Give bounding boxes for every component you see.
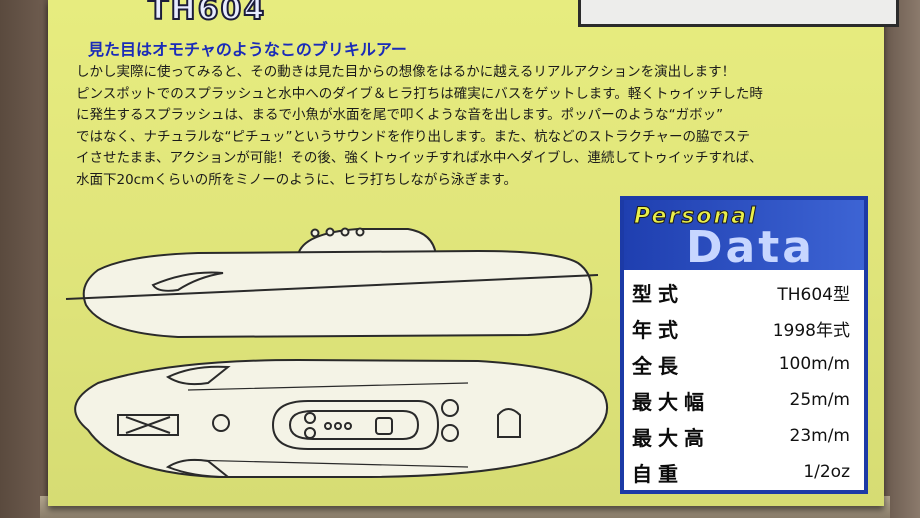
description-line: ではなく、ナチュラルな“ピチュッ”というサウンドを作り出します。また、杭などのス…: [76, 128, 751, 145]
spec-row: 全長 100m/m: [632, 346, 854, 382]
spec-value: 23m/m: [789, 426, 850, 446]
data-label: Data: [686, 222, 815, 270]
hatch-dot-icon: [334, 422, 342, 430]
fin-hole-icon: [355, 227, 365, 237]
spec-row: 自重 1/2oz: [632, 454, 854, 490]
description-line: に発生するスプラッシュは、まるで小魚が水面を尾で叩くような音を出します。ポッパー…: [76, 107, 724, 123]
deck-line-icon: [187, 382, 469, 468]
bow-screw-cross-icon: [125, 416, 171, 434]
spec-label: 型式: [632, 281, 684, 306]
hatch-dot-icon: [324, 422, 332, 430]
headline: 見た目はオモチャのようなこのブリキルアー: [88, 40, 407, 59]
hatch-dot-icon: [344, 422, 352, 430]
description-line: イさせたまま、アクションが可能！その後、強くトゥイッチすれば水中へダイブし、連続…: [76, 150, 763, 166]
lure-top-fin-upper: [165, 365, 231, 386]
hatch-door-icon: [375, 417, 393, 435]
spec-label: 最大高: [632, 425, 710, 450]
deck-porthole-icon: [441, 424, 459, 442]
spec-value: 1/2oz: [803, 462, 850, 482]
spec-label: 自重: [632, 461, 684, 486]
spec-value: 100m/m: [778, 354, 850, 374]
description-line: ピンスポットでのスプラッシュと水中へのダイブ＆ヒラ打ちは確実にバスをゲットします…: [76, 85, 763, 102]
personal-data-panel: Personal Data 型式 TH604型 年式 1998年式 全長 100…: [620, 196, 868, 494]
spec-table: 型式 TH604型 年式 1998年式 全長 100m/m 最大幅 25m/m …: [632, 274, 854, 490]
spec-row: 最大高 23m/m: [632, 418, 854, 454]
description-text: しかし実際に使ってみると、その動きは見た目からの想像をはるかに越えるリアルアクシ…: [76, 62, 836, 191]
fin-hole-icon: [325, 227, 335, 237]
product-title: TH604: [147, 0, 267, 28]
lure-side-lip: [65, 274, 599, 300]
description-line: しかし実際に使ってみると、その動きは見た目からの想像をはるかに越えるリアルアクシ…: [76, 64, 736, 80]
lure-side-eye: [151, 271, 224, 292]
fin-hole-icon: [310, 228, 320, 238]
fin-hole-icon: [340, 227, 350, 237]
lure-drawing: [65, 227, 608, 479]
spec-row: 型式 TH604型: [632, 274, 854, 310]
hatch-port-icon: [304, 412, 316, 424]
personal-label: Personal: [634, 204, 758, 230]
spec-label: 最大幅: [632, 389, 710, 414]
spec-row: 年式 1998年式: [632, 310, 854, 346]
bow-screw-icon: [117, 414, 179, 436]
hatch-port-icon: [304, 427, 316, 439]
stern-tail-icon: [497, 408, 521, 438]
deck-porthole-icon: [212, 414, 230, 432]
spec-row: 最大幅 25m/m: [632, 382, 854, 418]
spec-label: 年式: [632, 317, 684, 342]
lure-illustration: [58, 215, 618, 505]
spec-value: TH604型: [777, 284, 850, 305]
personal-data-header: Personal Data: [624, 200, 864, 270]
spec-value: 25m/m: [789, 390, 850, 410]
spec-value: 1998年式: [772, 320, 850, 341]
deck-porthole-icon: [441, 399, 459, 417]
spec-label: 全長: [632, 353, 684, 378]
description-line: 水面下20cmくらいの所をミノーのように、ヒラ打ちしながら泳ぎます。: [76, 171, 517, 188]
package-window: [578, 0, 899, 27]
lure-top-fin-lower: [165, 458, 231, 479]
